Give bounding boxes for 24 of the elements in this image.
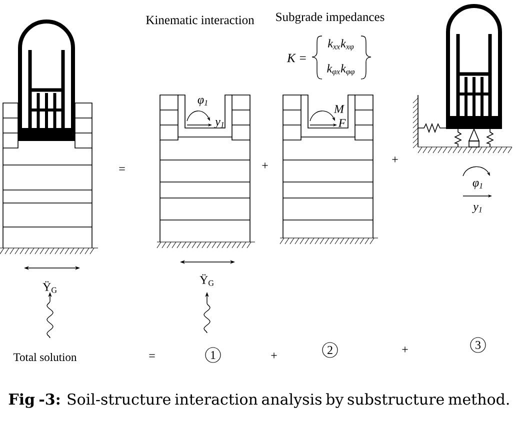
formula: k$_{xx}$k$_{xφ}$: [328, 39, 354, 51]
variable-label: F: [338, 119, 346, 127]
variable-label: Ÿ$_{G}$: [42, 281, 57, 293]
variable-label: φ$_{1}$: [472, 180, 482, 190]
circled-number: 2: [322, 342, 338, 358]
variable-label: y$_{1}$: [472, 204, 482, 214]
caption: Fig -3: Soil-structure interaction analysis by substructure method.: [8, 393, 509, 408]
plus-sign: +: [392, 156, 398, 162]
heading: Kinematic interaction: [146, 16, 254, 24]
formula: k$_{φx}$k$_{φφ}$: [327, 64, 355, 76]
plus-sign: +: [271, 352, 277, 358]
circled-number: 3: [470, 337, 486, 353]
variable-label: Ÿ$_{G}$: [200, 274, 214, 286]
row-label: Total solution: [14, 352, 77, 362]
equals-sign: =: [119, 167, 125, 170]
circled-number: 1: [205, 347, 221, 363]
formula: K =: [286, 54, 306, 62]
plus-sign: +: [402, 346, 408, 352]
variable-label: y$_{1}$: [214, 120, 224, 128]
equals-sign: =: [149, 354, 155, 358]
heading: Subgrade impedances: [276, 12, 384, 24]
variable-label: φ$_{1}$: [198, 98, 208, 106]
plus-sign: +: [262, 162, 268, 168]
variable-label: M: [334, 105, 345, 113]
